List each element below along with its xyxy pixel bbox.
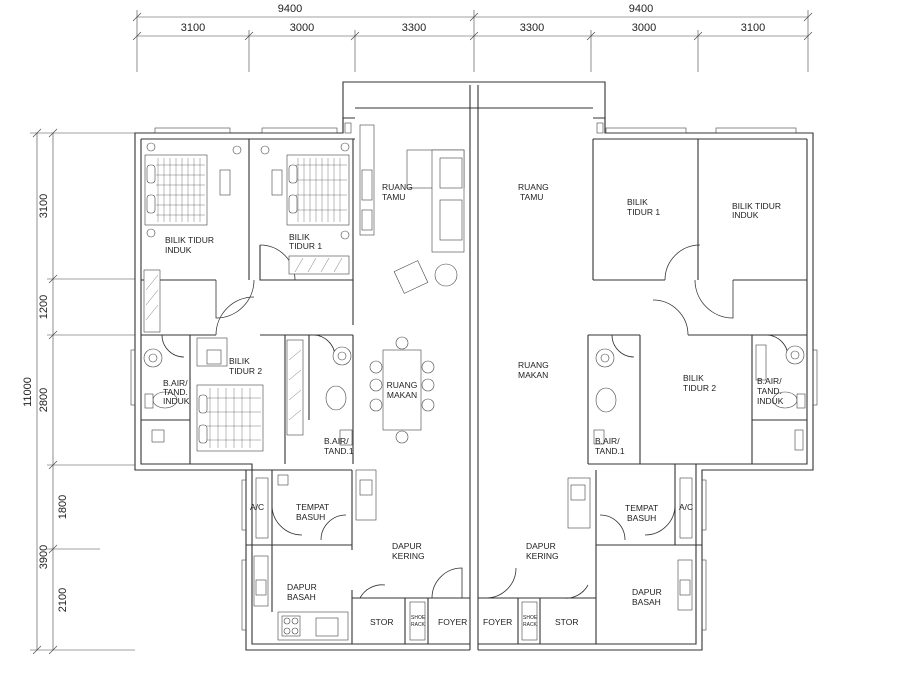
dim-left-seg-4: 1800 bbox=[57, 495, 69, 519]
bed-1-left bbox=[286, 154, 350, 226]
dim-top-seg-5: 3000 bbox=[632, 22, 656, 34]
label-laundry-right-l1: TEMPAT bbox=[625, 503, 658, 513]
labels-left-unit: BILIK TIDUR INDUK BILIK TIDUR 1 RUANG TA… bbox=[163, 182, 467, 628]
dim-top-seg-4: 3300 bbox=[520, 22, 544, 34]
label-dining-right-l1: RUANG bbox=[518, 360, 549, 370]
label-bedroom1-right-l1: BILIK bbox=[627, 197, 648, 207]
label-bedroom2-right-l2: TIDUR 2 bbox=[683, 383, 716, 393]
dim-left-seg-6: 2100 bbox=[57, 588, 69, 612]
walls bbox=[134, 81, 814, 651]
label-bedroom2-right-l1: BILIK bbox=[683, 373, 704, 383]
dim-left-seg-2: 1200 bbox=[38, 295, 50, 319]
label-foyer-left: FOYER bbox=[438, 617, 467, 627]
dim-top-overall-left: 9400 bbox=[278, 3, 302, 15]
dim-top-overall-right: 9400 bbox=[629, 3, 653, 15]
label-wet-kitchen-right-l2: BASAH bbox=[632, 597, 661, 607]
windows bbox=[130, 122, 818, 631]
label-bath-master-left-l1: B.AIR/ bbox=[163, 378, 188, 388]
labels-right-unit: RUANG TAMU BILIK TIDUR 1 BILIK TIDUR IND… bbox=[483, 182, 784, 628]
dim-left-overall: 11000 bbox=[22, 377, 34, 407]
dim-top-seg-1: 3100 bbox=[181, 22, 205, 34]
dim-left-seg-1: 3100 bbox=[38, 194, 50, 218]
dim-left-seg-3: 2800 bbox=[38, 388, 50, 412]
label-bedroom2-left-l1: BILIK bbox=[229, 356, 250, 366]
left-dimensions: 11000 3100 1200 2800 1800 3900 2100 bbox=[22, 128, 135, 655]
label-bath-master-right-l2: TAND. bbox=[757, 386, 782, 396]
label-ac-right: A/C bbox=[679, 502, 693, 512]
dim-top-seg-6: 3100 bbox=[741, 22, 765, 34]
label-dining-left-l2: MAKAN bbox=[387, 390, 417, 400]
label-shoe-rack-left-l2: RACK bbox=[411, 622, 426, 628]
dim-left-seg-5: 3900 bbox=[38, 545, 50, 569]
label-laundry-left-l1: TEMPAT bbox=[296, 502, 329, 512]
label-living-right-l1: RUANG bbox=[518, 182, 549, 192]
label-master-bedroom-right-l1: BILIK TIDUR bbox=[732, 201, 781, 211]
label-bath-common-left-l1: B.AIR/ bbox=[324, 436, 349, 446]
label-foyer-right: FOYER bbox=[483, 617, 512, 627]
label-dining-left-l1: RUANG bbox=[387, 380, 418, 390]
label-bath-master-right-l1: B.AIR/ bbox=[757, 376, 782, 386]
label-bedroom2-left-l2: TIDUR 2 bbox=[229, 366, 262, 376]
label-wet-kitchen-right-l1: DAPUR bbox=[632, 587, 662, 597]
label-laundry-left-l2: BASUH bbox=[296, 512, 325, 522]
label-dining-right-l2: MAKAN bbox=[518, 370, 548, 380]
label-master-bedroom-right-l2: INDUK bbox=[732, 210, 759, 220]
label-shoe-rack-left-l1: SHOE bbox=[411, 615, 426, 621]
label-bath-common-right-l2: TAND.1 bbox=[595, 446, 625, 456]
label-shoe-rack-right-l1: SHOE bbox=[523, 615, 538, 621]
label-bath-common-right-l1: B.AIR/ bbox=[595, 436, 620, 446]
label-ac-left: A/C bbox=[250, 502, 264, 512]
dim-top-seg-3: 3300 bbox=[402, 22, 426, 34]
label-bedroom1-left-l2: TIDUR 1 bbox=[289, 241, 322, 251]
label-bedroom1-left-l1: BILIK bbox=[289, 232, 310, 242]
label-laundry-right-l2: BASUH bbox=[627, 513, 656, 523]
label-living-right-l2: TAMU bbox=[520, 192, 543, 202]
label-store-right: STOR bbox=[555, 617, 578, 627]
label-bath-master-right-l3: INDUK bbox=[757, 396, 784, 406]
label-dry-kitchen-right-l2: KERING bbox=[526, 551, 559, 561]
label-living-left-l2: TAMU bbox=[382, 192, 405, 202]
dining-table bbox=[382, 349, 422, 431]
label-store-left: STOR bbox=[370, 617, 393, 627]
label-wet-kitchen-left-l2: BASAH bbox=[287, 592, 316, 602]
label-dry-kitchen-left-l1: DAPUR bbox=[392, 541, 422, 551]
label-dry-kitchen-right-l1: DAPUR bbox=[526, 541, 556, 551]
label-bath-master-left-l2: TAND. bbox=[163, 387, 188, 397]
label-master-bedroom-left-l1: BILIK TIDUR bbox=[165, 235, 214, 245]
label-bedroom1-right-l2: TIDUR 1 bbox=[627, 207, 660, 217]
label-bath-master-left-l3: INDUK bbox=[163, 396, 190, 406]
furniture bbox=[143, 124, 806, 641]
label-dry-kitchen-left-l2: KERING bbox=[392, 551, 425, 561]
label-living-left-l1: RUANG bbox=[382, 182, 413, 192]
label-wet-kitchen-left-l1: DAPUR bbox=[287, 582, 317, 592]
label-bath-common-left-l2: TAND.1 bbox=[324, 446, 354, 456]
label-master-bedroom-left-l2: INDUK bbox=[165, 245, 192, 255]
dim-top-seg-2: 3000 bbox=[290, 22, 314, 34]
label-shoe-rack-right-l2: RACK bbox=[523, 622, 538, 628]
top-dimensions: 9400 9400 3100 3000 3300 3300 3000 3100 bbox=[132, 3, 813, 72]
